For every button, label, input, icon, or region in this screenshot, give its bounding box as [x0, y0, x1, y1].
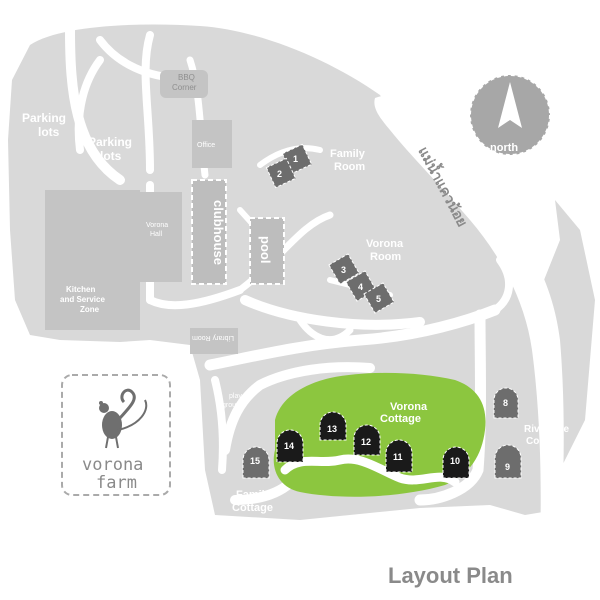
unit-2[interactable]: 2 [265, 157, 297, 189]
svg-text:13: 13 [327, 424, 337, 434]
library-block [190, 328, 238, 354]
north-label: north [490, 142, 518, 154]
svg-text:12: 12 [361, 437, 371, 447]
svg-text:lots: lots [38, 125, 60, 139]
svg-text:14: 14 [284, 441, 294, 451]
svg-text:Cottage: Cottage [526, 436, 564, 447]
kitchen-zone-label: Kitchen and Service Zone [60, 285, 105, 314]
svg-text:Kitchen: Kitchen [66, 285, 95, 294]
svg-text:15: 15 [250, 456, 260, 466]
library-label: Library Room [192, 334, 234, 341]
svg-text:4: 4 [358, 282, 363, 292]
layout-plan-title: Layout Plan [388, 563, 513, 588]
river [374, 95, 564, 545]
family-cottage-label: Family Cottage [232, 489, 273, 514]
unit-15[interactable]: 15 [242, 446, 270, 479]
svg-text:2: 2 [277, 169, 282, 179]
vorona-hall-block [140, 192, 182, 282]
unit-3[interactable]: 3 [328, 253, 360, 285]
svg-text:8: 8 [503, 398, 508, 408]
cottage-path [280, 454, 460, 487]
parking-lots-left-label: Parking lots [22, 111, 66, 139]
vorona-cottage-label: Vorona Cottage [380, 401, 428, 425]
office-block [192, 120, 232, 168]
svg-text:and Service: and Service [60, 295, 105, 304]
pool-label: pool [258, 236, 273, 263]
svg-text:BBQ: BBQ [178, 73, 195, 82]
vorona-farm-logo-text: vorona farm [82, 455, 143, 493]
unit-8[interactable]: 8 [493, 387, 519, 419]
svg-text:Riverside: Riverside [524, 424, 569, 435]
svg-text:1: 1 [293, 154, 298, 164]
unit-12[interactable]: 12 [353, 424, 381, 456]
family-room-label: Family Room [330, 148, 366, 173]
unit-9[interactable]: 9 [494, 444, 522, 479]
svg-text:play: play [229, 393, 242, 400]
svg-text:10: 10 [450, 456, 460, 466]
svg-text:ground: ground [222, 402, 244, 409]
peacock-logo-icon [99, 388, 148, 449]
unit-10[interactable]: 10 [442, 446, 470, 479]
kitchen-block [45, 190, 140, 330]
playground-label: play ground [222, 393, 244, 409]
svg-text:vorona: vorona [82, 455, 143, 475]
svg-text:Cottage: Cottage [232, 502, 273, 514]
office-label: Office [197, 142, 215, 149]
pool-block [249, 217, 285, 285]
svg-text:3: 3 [341, 265, 346, 275]
svg-text:Parking: Parking [22, 111, 66, 125]
svg-text:Cottage: Cottage [380, 413, 421, 425]
parking-lots-right-label: Parking lots [88, 135, 132, 163]
vorona-hall-label: Vorona Hall [146, 222, 168, 238]
riverside-cottage-label: Riverside Cottage [524, 424, 569, 447]
svg-text:lots: lots [100, 149, 122, 163]
svg-text:Hall: Hall [150, 231, 163, 238]
svg-text:9: 9 [505, 462, 510, 472]
buildings [45, 70, 238, 354]
svg-text:farm: farm [96, 473, 137, 493]
vorona-room-label: Vorona Room [366, 238, 404, 263]
bbq-block [160, 70, 208, 98]
svg-text:5: 5 [376, 294, 381, 304]
svg-text:Vorona: Vorona [146, 222, 168, 229]
svg-text:Zone: Zone [80, 305, 100, 314]
unit-5[interactable]: 5 [363, 282, 395, 314]
unit-11[interactable]: 11 [385, 439, 413, 473]
unit-13[interactable]: 13 [319, 411, 347, 441]
svg-text:Parking: Parking [88, 135, 132, 149]
clubhouse-block [191, 179, 227, 285]
compass-north-icon [469, 74, 551, 156]
svg-text:Corner: Corner [172, 83, 197, 92]
unit-14[interactable]: 14 [276, 429, 304, 463]
svg-text:Room: Room [370, 251, 401, 263]
svg-text:Vorona: Vorona [366, 238, 404, 250]
svg-text:Vorona: Vorona [390, 401, 428, 413]
logo-frame [61, 374, 171, 496]
svg-text:Family: Family [330, 148, 366, 160]
clubhouse-label: clubhouse [211, 200, 226, 265]
svg-text:11: 11 [393, 452, 403, 462]
svg-text:Family: Family [236, 489, 272, 501]
svg-text:Room: Room [334, 161, 365, 173]
bbq-corner-label: BBQ Corner [172, 73, 197, 92]
